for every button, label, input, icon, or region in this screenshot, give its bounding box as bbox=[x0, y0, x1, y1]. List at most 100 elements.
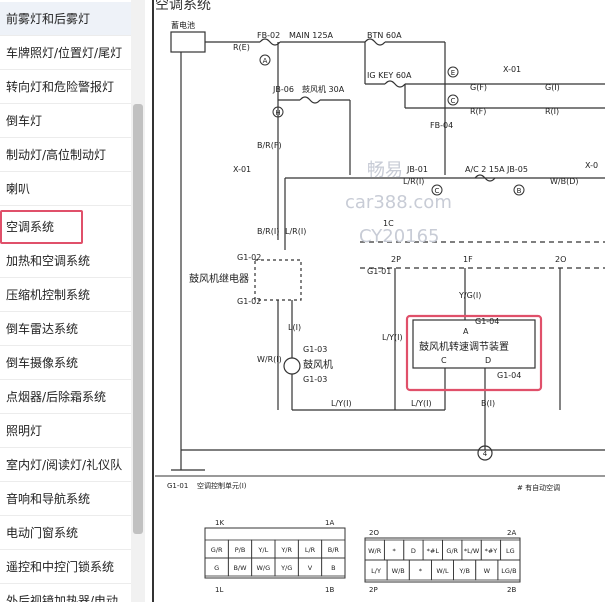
connector-label: G1-03 bbox=[303, 375, 327, 384]
wire-label: L/Y(I) bbox=[411, 399, 432, 408]
wire-label: G(I) bbox=[545, 83, 560, 92]
fuse-symbol bbox=[364, 38, 386, 46]
wire-label: R(E) bbox=[233, 43, 250, 52]
sidebar-item-plate-lights[interactable]: 车牌照灯/位置灯/尾灯 bbox=[0, 36, 136, 70]
regulator-label: 鼓风机转速调节装置 bbox=[419, 340, 509, 353]
connector-label: JB-05 bbox=[506, 165, 528, 174]
sidebar-item-fog-lights[interactable]: 前雾灯和后雾灯 bbox=[0, 2, 136, 36]
connector-label: G1-04 bbox=[475, 317, 499, 326]
relay-label: 鼓风机继电器 bbox=[189, 272, 249, 285]
sidebar-item-interior-lights[interactable]: 室内灯/阅读灯/礼仪队 bbox=[0, 448, 136, 482]
sidebar-item-central-locking[interactable]: 遥控和中控门锁系统 bbox=[0, 550, 136, 584]
pin-label: 2O bbox=[555, 255, 566, 264]
connector1-pin-label: L/R bbox=[305, 546, 316, 554]
watermark-line-3: CY20165 bbox=[359, 226, 440, 247]
marker-c-lower: C bbox=[435, 187, 440, 195]
motor-symbol bbox=[283, 357, 301, 375]
connector2-pin-label: *#Y bbox=[485, 547, 498, 555]
wire-label: R(I) bbox=[545, 107, 559, 116]
fuse-label: 鼓风机 30A bbox=[302, 84, 345, 94]
connector2-pin-label: G/R bbox=[446, 547, 458, 555]
connector-label: G1-01 bbox=[367, 267, 391, 276]
connector2-pin-label: W/B bbox=[392, 567, 405, 575]
wire-label: B/R(I) bbox=[257, 227, 279, 236]
connector1-pin-1k: 1K bbox=[215, 519, 224, 527]
sidebar-scrollbar-thumb[interactable] bbox=[133, 104, 143, 534]
connector2-pin-label: * bbox=[392, 547, 396, 555]
connector1-pin-label: Y/R bbox=[280, 546, 292, 554]
fuse-label: MAIN 125A bbox=[289, 31, 334, 40]
connector-label: X-0 bbox=[585, 161, 598, 170]
connector2-pin-2a: 2A bbox=[507, 529, 516, 537]
marker-4: 4 bbox=[483, 450, 488, 458]
connector2-pin-label: *L/W bbox=[464, 547, 480, 555]
sidebar-item-cigarette-lighter[interactable]: 点烟器/后除霜系统 bbox=[0, 380, 136, 414]
marker-a: A bbox=[263, 57, 268, 65]
connector-label: FB-02 bbox=[257, 31, 280, 40]
connector-label: G1-02 bbox=[237, 297, 261, 306]
connector-label: X-01 bbox=[503, 65, 521, 74]
connector1-pin-label: B/R bbox=[328, 546, 340, 554]
connector2-pin-label: Y/B bbox=[458, 567, 470, 575]
sidebar-item-reverse-lights[interactable]: 倒车灯 bbox=[0, 104, 136, 138]
connector1-pin-label: Y/G bbox=[280, 564, 292, 572]
marker-b: B bbox=[517, 187, 522, 195]
wire-label: W/R(I) bbox=[257, 355, 282, 364]
connector1-pin-label: B/W bbox=[233, 564, 247, 572]
sidebar-item-parking-radar[interactable]: 倒车雷达系统 bbox=[0, 312, 136, 346]
marker-h: H bbox=[275, 109, 280, 117]
fuse-symbol bbox=[474, 174, 496, 182]
sidebar-item-audio-navigation[interactable]: 音响和导航系统 bbox=[0, 482, 136, 516]
connector1-pin-1a: 1A bbox=[325, 519, 334, 527]
connector-label: G1-03 bbox=[303, 345, 327, 354]
connector2-pin-label: W/R bbox=[368, 547, 382, 555]
connector2-pin-label: W/L bbox=[436, 567, 449, 575]
sidebar-item-illumination[interactable]: 照明灯 bbox=[0, 414, 136, 448]
fuse-symbol bbox=[299, 96, 321, 104]
connector-label: JB-06 bbox=[272, 85, 294, 94]
pin-label: 1C bbox=[383, 219, 394, 228]
sidebar-scrollbar[interactable] bbox=[131, 0, 145, 602]
sidebar-item-power-windows[interactable]: 电动门窗系统 bbox=[0, 516, 136, 550]
connector1-pin-1l: 1L bbox=[215, 586, 223, 594]
connector1-pin-1b: 1B bbox=[325, 586, 334, 594]
connector1-pin-label: G/R bbox=[211, 546, 223, 554]
wire-label: L/R(I) bbox=[285, 227, 306, 236]
wire-label: G(F) bbox=[470, 83, 487, 92]
page-title: 空调系统 bbox=[155, 0, 211, 13]
motor-label: 鼓风机 bbox=[303, 358, 333, 371]
connector2-pin-2p: 2P bbox=[369, 586, 378, 594]
sidebar-item-horn[interactable]: 喇叭 bbox=[0, 172, 136, 206]
wire-label: Y/G(I) bbox=[458, 291, 481, 300]
connector2-pin-label: L/Y bbox=[371, 567, 381, 575]
regulator-highlight bbox=[405, 314, 543, 392]
wire-label: L(I) bbox=[288, 323, 301, 332]
connector1-pin-label: Y/L bbox=[257, 546, 268, 554]
connector1-pin-label: B bbox=[331, 564, 335, 572]
watermark-line-2: car388.com bbox=[345, 192, 452, 213]
sidebar-item-reverse-camera[interactable]: 倒车摄像系统 bbox=[0, 346, 136, 380]
regulator-symbol bbox=[412, 319, 536, 369]
connector2-pin-label: W bbox=[484, 567, 491, 575]
marker-e: E bbox=[451, 69, 455, 77]
battery-label: 蓄电池 bbox=[171, 20, 195, 30]
relay-symbol bbox=[254, 259, 302, 301]
sidebar-item-heating-ac[interactable]: 加热和空调系统 bbox=[0, 244, 136, 278]
sidebar-item-brake-lights[interactable]: 制动灯/高位制动灯 bbox=[0, 138, 136, 172]
fuse-symbol bbox=[384, 80, 406, 88]
wire-label: B(I) bbox=[481, 399, 495, 408]
wire-label: B/R(F) bbox=[257, 141, 282, 150]
sidebar-item-turn-signals[interactable]: 转向灯和危险警报灯 bbox=[0, 70, 136, 104]
pin-label: D bbox=[485, 356, 491, 365]
document-page bbox=[152, 0, 605, 602]
sidebar-item-mirror-heater[interactable]: 外后视镜加热器/电动 bbox=[0, 584, 136, 602]
fuse-symbol bbox=[259, 38, 281, 46]
sidebar-item-compressor[interactable]: 压缩机控制系统 bbox=[0, 278, 136, 312]
connector2-pin-2o: 2O bbox=[369, 529, 379, 537]
connector1-pin-label: V bbox=[308, 564, 313, 572]
pin-label: 1F bbox=[463, 255, 473, 264]
connector1-cell bbox=[321, 557, 346, 577]
connector1-pin-label: P/B bbox=[235, 546, 246, 554]
sidebar-item-air-conditioning[interactable]: 空调系统 bbox=[0, 210, 83, 244]
pin-label: A bbox=[463, 327, 469, 336]
